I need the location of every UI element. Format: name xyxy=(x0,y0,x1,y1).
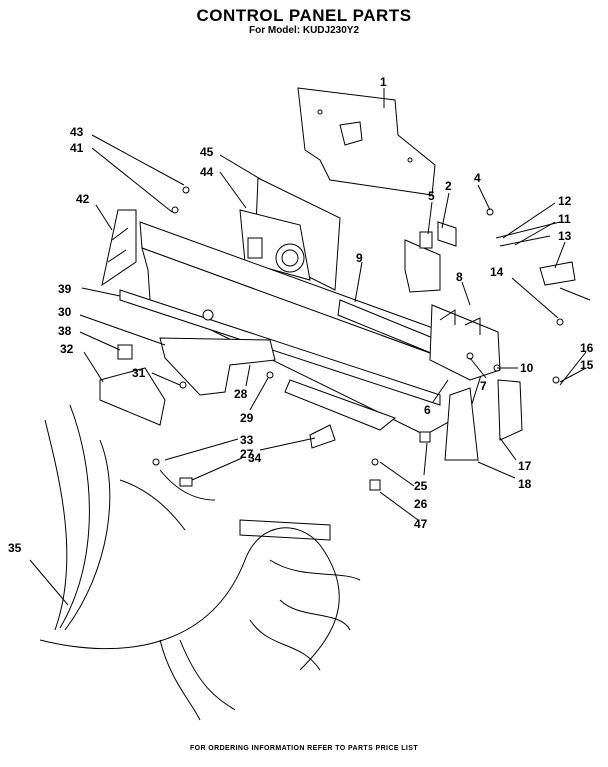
part-18-right-end-cap xyxy=(444,387,479,461)
callout-29: 29 xyxy=(240,411,254,425)
diagram-title: CONTROL PANEL PARTS xyxy=(196,6,412,25)
callout-41: 41 xyxy=(70,141,84,155)
part-35-wiring-harness xyxy=(39,404,361,721)
callout-45: 45 xyxy=(200,145,214,159)
callout-6: 6 xyxy=(424,403,431,417)
part-1-circuit-plate xyxy=(297,87,436,196)
callout-28: 28 xyxy=(234,387,248,401)
callout-33: 33 xyxy=(240,433,254,447)
callout-11: 11 xyxy=(558,212,571,226)
part-9-control-panel xyxy=(119,221,483,436)
callout-1: 1 xyxy=(380,75,387,89)
callout-17: 17 xyxy=(518,459,532,473)
callout-7: 7 xyxy=(480,379,487,393)
callout-47: 47 xyxy=(414,517,428,531)
callout-5: 5 xyxy=(428,189,435,203)
ordering-footer: FOR ORDERING INFORMATION REFER TO PARTS … xyxy=(189,745,419,752)
part-29-insert xyxy=(284,379,397,449)
callout-9: 9 xyxy=(356,251,363,265)
callout-30: 30 xyxy=(58,305,72,319)
callout-12: 12 xyxy=(558,194,572,208)
part-44-timer-module xyxy=(239,177,341,291)
callout-10: 10 xyxy=(520,361,534,375)
callout-labels: 1 2 4 5 12 11 13 14 43 41 45 44 42 9 8 3… xyxy=(8,75,594,555)
callout-42: 42 xyxy=(76,192,90,206)
part-13-lever xyxy=(495,221,591,301)
leader-lines xyxy=(29,88,587,606)
part-5-switch xyxy=(404,221,457,293)
callout-14: 14 xyxy=(490,265,504,279)
callout-26: 26 xyxy=(414,497,428,511)
callout-8: 8 xyxy=(456,270,463,284)
callout-4: 4 xyxy=(474,171,481,185)
callout-18: 18 xyxy=(518,477,532,491)
callout-2: 2 xyxy=(445,179,452,193)
diagram-subtitle: For Model: KUDJ230Y2 xyxy=(248,25,360,36)
callout-25: 25 xyxy=(414,479,428,493)
callout-15: 15 xyxy=(580,358,594,372)
callout-27: 27 xyxy=(240,447,254,461)
part-8-bracket xyxy=(429,304,501,381)
callout-44: 44 xyxy=(200,165,214,179)
part-32-housing xyxy=(99,367,166,426)
callout-39: 39 xyxy=(58,282,72,296)
callout-35: 35 xyxy=(8,541,22,555)
fasteners xyxy=(152,186,564,491)
callout-31: 31 xyxy=(132,366,146,380)
part-17-right-bracket xyxy=(497,379,523,441)
callout-16: 16 xyxy=(580,341,594,355)
callout-13: 13 xyxy=(558,229,572,243)
callout-34: 34 xyxy=(248,451,262,465)
callout-38: 38 xyxy=(58,324,72,338)
part-42-left-end-cap xyxy=(101,209,137,287)
callout-43: 43 xyxy=(70,125,84,139)
part-30-bracket xyxy=(117,309,276,396)
callout-32: 32 xyxy=(60,342,74,356)
